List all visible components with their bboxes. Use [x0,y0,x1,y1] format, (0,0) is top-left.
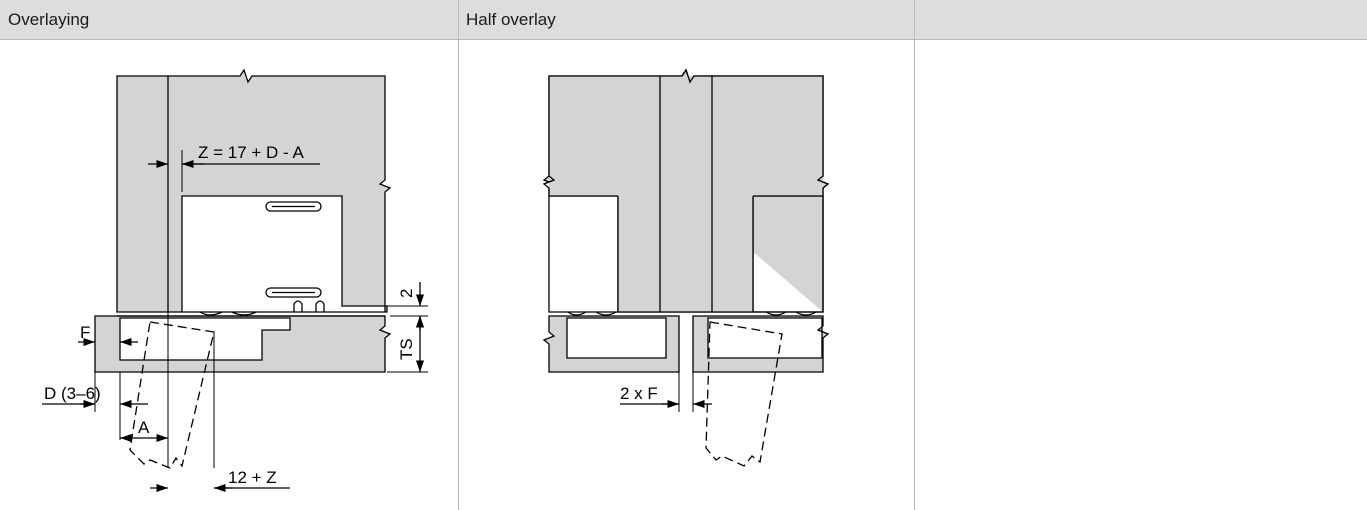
right-door [692,315,830,373]
dim-label-2: 2 [397,289,416,298]
column-divider-2 [914,0,915,510]
door-panel [94,315,392,373]
hinge-pins [293,300,325,312]
left-door [542,315,680,373]
header-cell-overlaying: Overlaying [0,0,458,40]
header-label-overlaying: Overlaying [8,10,90,29]
dim-label-z: Z = 17 + D - A [198,143,304,162]
header-cell-half-overlay: Half overlay [458,0,914,40]
hinge-clip [199,311,257,316]
dim-label-d: D (3–6) [44,384,101,403]
half-door-swing-outline [705,321,783,467]
dim-label-f: F [80,323,90,342]
dim-label-2xf: 2 x F [620,384,658,403]
door-swing-outline [129,321,215,469]
dim-label-ts: TS [397,338,416,360]
column-divider-1 [458,0,459,510]
dim-label-12z: 12 + Z [228,468,277,487]
header-label-half-overlay: Half overlay [466,10,556,29]
cabinet-side-panel [116,68,392,313]
header-cell-empty [914,0,1367,40]
overlaying-drawing [42,68,428,493]
dim-label-a: A [138,418,150,437]
half-overlay-drawing [542,68,830,467]
